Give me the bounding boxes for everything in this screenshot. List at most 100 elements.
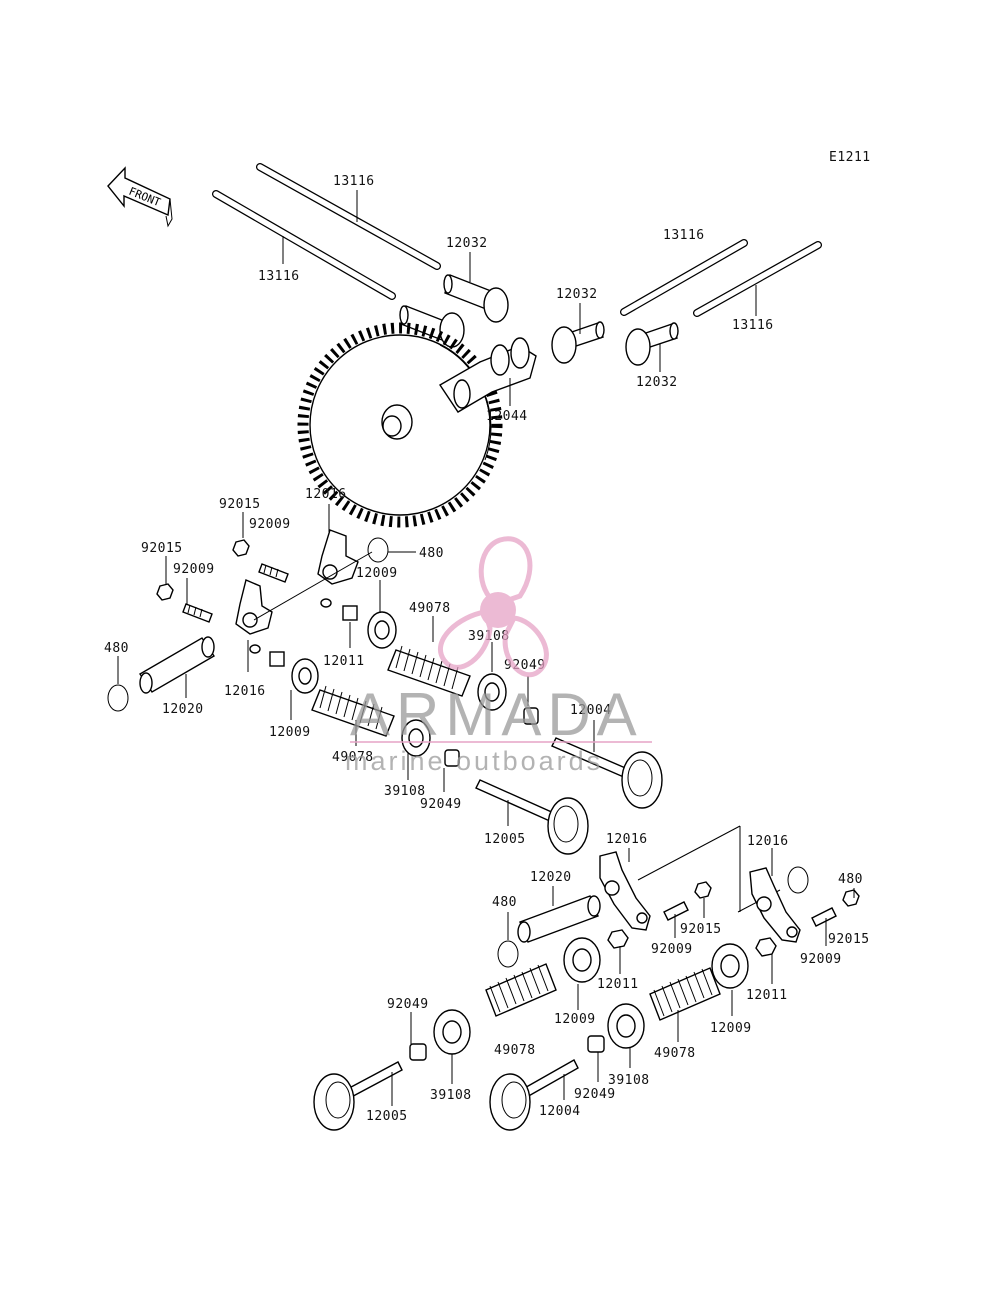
rocker-arm [235,579,273,654]
lock-nut [232,539,250,557]
spring-retainer [367,611,397,649]
callout: 92009 [800,952,842,967]
callout: 92015 [680,922,722,937]
callout: 12009 [356,566,398,581]
callout: 12005 [366,1109,408,1124]
callout: 12016 [747,834,789,849]
callout: 92015 [828,932,870,947]
callout: 39108 [608,1073,650,1088]
tappet [399,305,465,348]
rocker-arm [317,529,359,608]
intake-valve [489,1059,579,1131]
front-arrow-icon: FRONT [107,166,173,228]
callout: 12020 [530,870,572,885]
leader-lines [117,190,855,1106]
watermark-subtitle: marine outboards [345,746,603,776]
callout: 12032 [446,236,488,251]
callout: 49078 [409,601,451,616]
valve-spring [311,685,395,737]
callout: 49078 [332,750,374,765]
lock-nut [156,583,174,601]
callout: 12009 [269,725,311,740]
callout-labels: 13116 13116 12032 13116 13116 12032 1203… [104,174,870,1124]
pivot [607,929,629,949]
callout: 480 [492,895,517,910]
adjusting-screw [663,901,689,921]
watermark: ARMADA marine outboards [345,536,652,776]
rocker-shaft [139,636,215,694]
callout: 49078 [494,1043,536,1058]
callout: 12011 [597,977,639,992]
callout: 92015 [141,541,183,556]
callout: 49078 [654,1046,696,1061]
adjusting-screw [258,563,289,583]
watermark-title: ARMADA [350,681,643,748]
tappet [625,322,679,366]
callout: 92015 [219,497,261,512]
valve-stem-seal [523,707,539,725]
callout: 12016 [224,684,266,699]
callout: 12009 [554,1012,596,1027]
callout: 12011 [323,654,365,669]
callout: 92049 [574,1087,616,1102]
callout: 12044 [486,409,528,424]
adjusting-screw [182,603,213,623]
push-rod [693,241,822,317]
rocker-shaft [517,895,601,943]
callout: 92009 [173,562,215,577]
callout: 92049 [387,997,429,1012]
tappet [551,321,605,364]
callout: 480 [419,546,444,561]
callout: 12020 [162,702,204,717]
callout: 12011 [746,988,788,1003]
spring-retainer [291,658,319,694]
callout: 12009 [710,1021,752,1036]
circlip [787,866,809,894]
camshaft-gear [297,322,503,528]
callout: 12004 [570,703,612,718]
callout: 12005 [484,832,526,847]
callout: 12032 [556,287,598,302]
exhaust-valve [475,779,589,855]
camshaft [439,337,537,413]
callout: 12016 [606,832,648,847]
circlip [107,684,129,712]
callout: 13116 [333,174,375,189]
callout: 13116 [732,318,774,333]
adjusting-screw [811,907,837,927]
spring-retainer [563,937,601,983]
callout: 480 [838,872,863,887]
valve-stem-seal [444,749,460,767]
valve-stem-seal [409,1043,427,1061]
rocker-arm [749,867,801,943]
push-rod [256,163,441,270]
pivot [755,937,777,957]
spring-seat [433,1009,471,1055]
lock-nut [842,889,860,907]
valve-spring [485,963,557,1017]
valve-stem-seal [587,1035,605,1053]
pivot [342,605,358,621]
tappet [443,274,509,323]
callout: 13116 [258,269,300,284]
circlip [497,940,519,968]
spring-seat [477,673,507,711]
push-rod [212,190,396,300]
callout: 39108 [384,784,426,799]
valve-spring [387,645,471,697]
spring-retainer [711,943,749,989]
diagram-code: E1211 [829,150,871,165]
circlip [367,537,389,563]
pivot [269,651,285,667]
push-rod [620,239,748,316]
callout: 12032 [636,375,678,390]
lock-nut [694,881,712,899]
callout: 39108 [430,1088,472,1103]
exhaust-valve [313,1061,403,1131]
callout: 12004 [539,1104,581,1119]
intake-valve [551,737,663,809]
valve-spring [649,967,721,1021]
rocker-arm [599,851,651,931]
